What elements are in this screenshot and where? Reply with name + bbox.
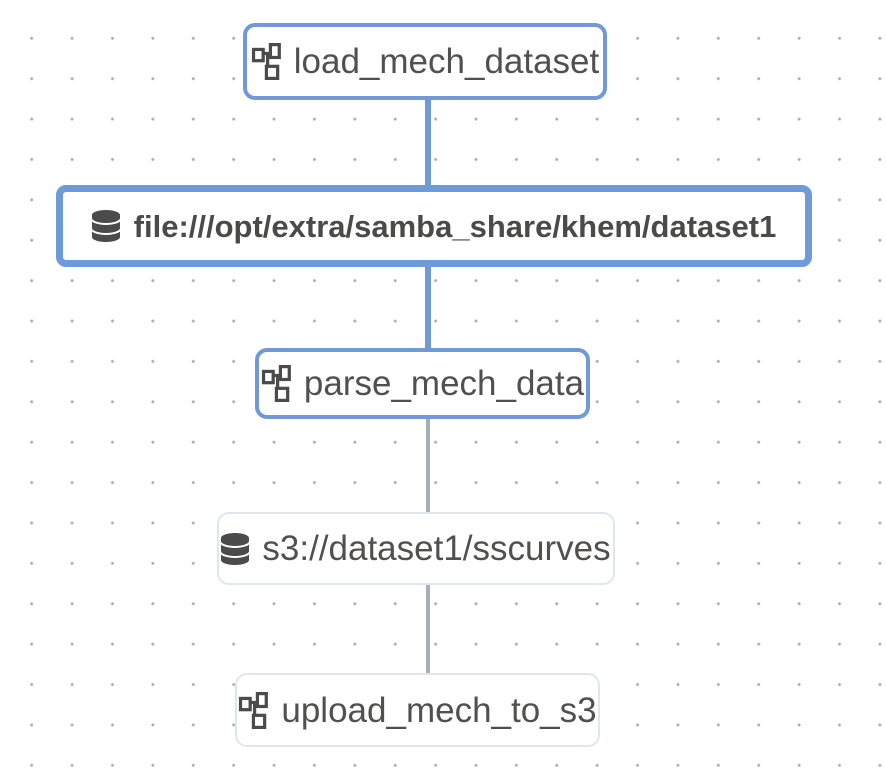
node-label: upload_mech_to_s3 — [281, 690, 597, 730]
task-node-upload-mech-to-s3[interactable]: upload_mech_to_s3 — [235, 673, 600, 747]
task-node-load-mech-dataset[interactable]: load_mech_dataset — [243, 23, 607, 100]
dataset-node-s3-sscurves[interactable]: s3://dataset1/sscurves — [217, 512, 615, 585]
node-label: file:///opt/extra/samba_share/khem/datas… — [133, 208, 777, 244]
dataset-node-file-dataset1[interactable]: file:///opt/extra/samba_share/khem/datas… — [56, 185, 812, 267]
database-icon — [221, 532, 250, 565]
node-label: parse_mech_data — [303, 364, 585, 403]
dag-icon — [261, 365, 291, 402]
node-label: load_mech_dataset — [293, 42, 600, 81]
database-icon — [91, 210, 120, 242]
edge-load-to-dataset1 — [425, 95, 431, 191]
edge-parse-to-sscurves — [426, 414, 430, 517]
node-label: s3://dataset1/sscurves — [262, 529, 611, 568]
task-node-parse-mech-data[interactable]: parse_mech_data — [255, 348, 590, 419]
edge-sscurves-to-upload — [426, 580, 430, 679]
dag-icon — [238, 691, 269, 729]
edge-dataset1-to-parse — [425, 262, 431, 354]
dag-icon — [251, 43, 281, 80]
